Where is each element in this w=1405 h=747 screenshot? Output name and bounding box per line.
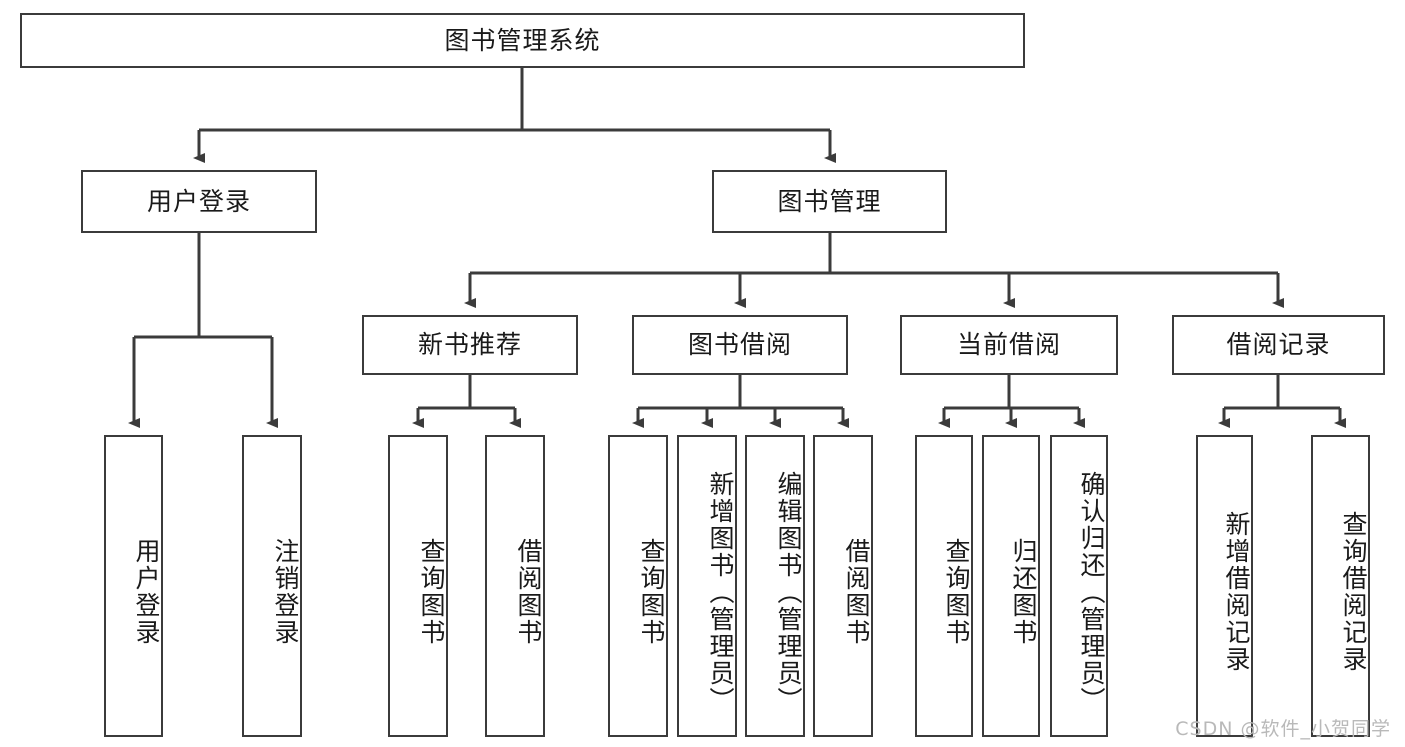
node-new-book-recommend-label: 新书推荐 xyxy=(417,330,522,360)
leaf-borrow-edit-admin-label: 编辑图书（管理员） xyxy=(774,470,803,714)
leaf-user-login-logout[interactable]: 注销登录 xyxy=(242,435,302,737)
leaf-records-add[interactable]: 新增借阅记录 xyxy=(1196,435,1253,737)
leaf-new-book-query-label: 查询图书 xyxy=(417,538,446,646)
node-current-borrow-label: 当前借阅 xyxy=(956,330,1061,360)
leaf-records-query-label: 查询借阅记录 xyxy=(1339,511,1368,673)
node-new-book-recommend[interactable]: 新书推荐 xyxy=(362,315,578,375)
node-book-manage[interactable]: 图书管理 xyxy=(712,170,947,233)
leaf-records-add-label: 新增借阅记录 xyxy=(1222,511,1251,673)
leaf-borrow-add-admin-label: 新增图书（管理员） xyxy=(706,470,735,714)
leaf-borrow-edit-admin[interactable]: 编辑图书（管理员） xyxy=(745,435,805,737)
leaf-borrow-query[interactable]: 查询图书 xyxy=(608,435,668,737)
leaf-new-book-borrow[interactable]: 借阅图书 xyxy=(485,435,545,737)
leaf-current-query-label: 查询图书 xyxy=(942,538,971,646)
node-user-login-label: 用户登录 xyxy=(146,186,251,216)
leaf-borrow-borrow-book-label: 借阅图书 xyxy=(842,538,871,646)
leaf-borrow-borrow-book[interactable]: 借阅图书 xyxy=(813,435,873,737)
node-root[interactable]: 图书管理系统 xyxy=(20,13,1025,68)
leaf-records-query[interactable]: 查询借阅记录 xyxy=(1311,435,1370,737)
node-borrow-records-label: 借阅记录 xyxy=(1226,330,1331,360)
node-root-label: 图书管理系统 xyxy=(444,25,601,55)
leaf-borrow-add-admin[interactable]: 新增图书（管理员） xyxy=(677,435,737,737)
leaf-current-confirm-return-admin[interactable]: 确认归还（管理员） xyxy=(1050,435,1108,737)
node-book-manage-label: 图书管理 xyxy=(777,186,882,216)
leaf-user-login-login-label: 用户登录 xyxy=(132,538,161,646)
node-user-login[interactable]: 用户登录 xyxy=(81,170,317,233)
leaf-current-return[interactable]: 归还图书 xyxy=(982,435,1040,737)
node-book-borrow-label: 图书借阅 xyxy=(687,330,792,360)
node-borrow-records[interactable]: 借阅记录 xyxy=(1172,315,1385,375)
leaf-new-book-query[interactable]: 查询图书 xyxy=(388,435,448,737)
node-book-borrow[interactable]: 图书借阅 xyxy=(632,315,848,375)
node-current-borrow[interactable]: 当前借阅 xyxy=(900,315,1118,375)
leaf-current-query[interactable]: 查询图书 xyxy=(915,435,973,737)
leaf-borrow-query-label: 查询图书 xyxy=(637,538,666,646)
leaf-current-return-label: 归还图书 xyxy=(1009,538,1038,646)
leaf-user-login-logout-label: 注销登录 xyxy=(271,538,300,646)
leaf-current-confirm-return-admin-label: 确认归还（管理员） xyxy=(1077,470,1106,714)
leaf-user-login-login[interactable]: 用户登录 xyxy=(104,435,163,737)
leaf-new-book-borrow-label: 借阅图书 xyxy=(514,538,543,646)
